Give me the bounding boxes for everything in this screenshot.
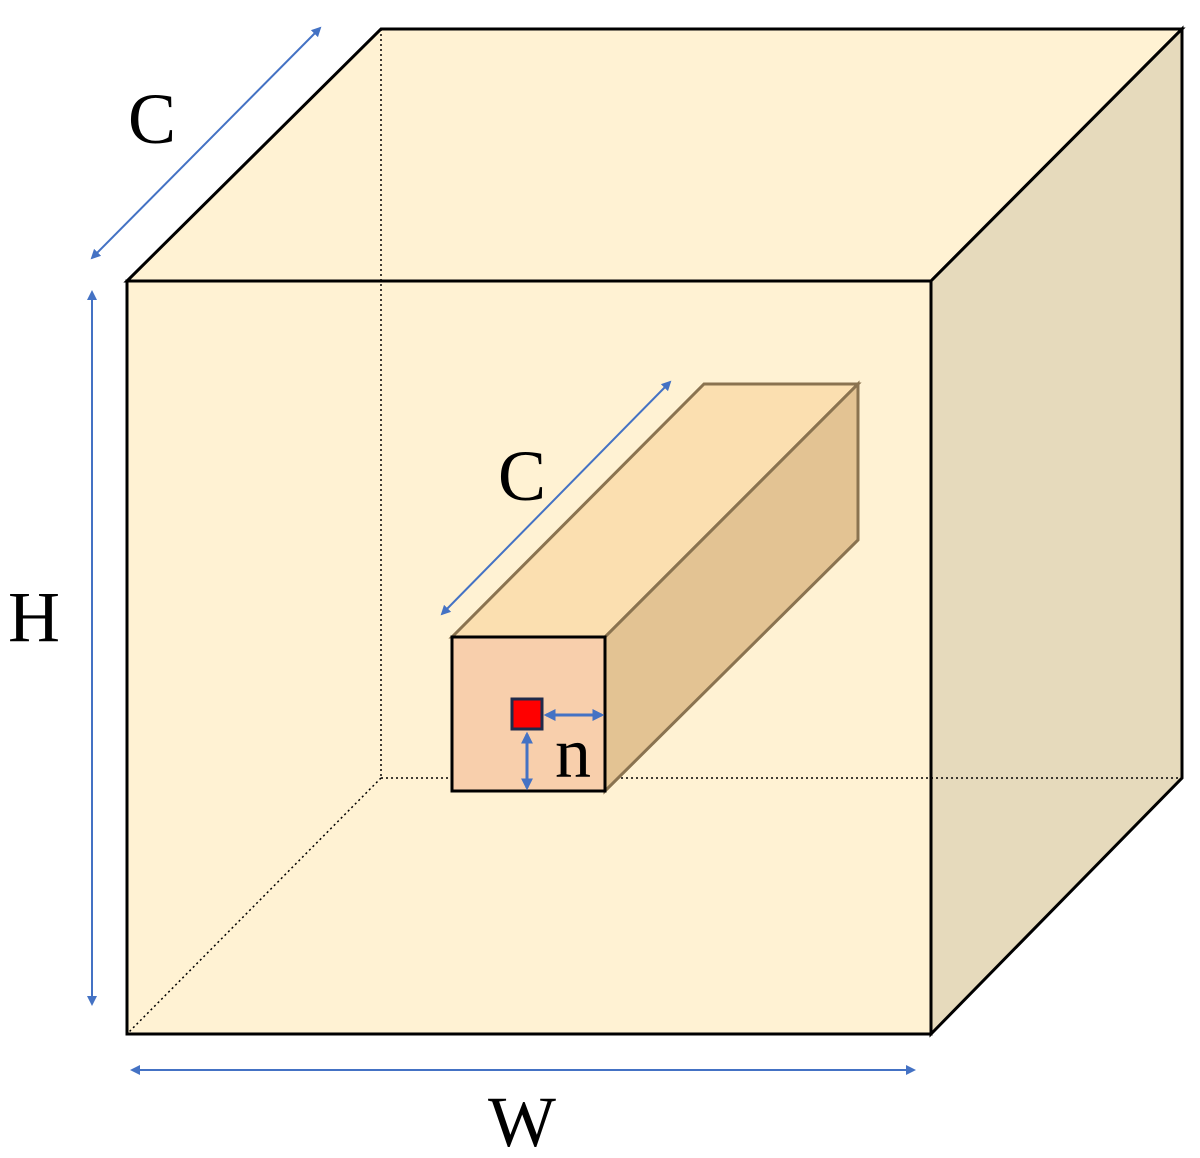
- patch-size-label: n: [555, 713, 591, 793]
- depth-outer-label: C: [128, 79, 176, 159]
- height-label: H: [8, 577, 60, 657]
- depth-inner-arrow: [440, 380, 672, 616]
- depth-outer-arrow: [90, 26, 322, 260]
- red-cell: [510, 697, 544, 731]
- width-label: W: [488, 1082, 556, 1158]
- hidden-edge-diagonal: [126, 777, 382, 1035]
- depth-inner-label: C: [498, 436, 546, 516]
